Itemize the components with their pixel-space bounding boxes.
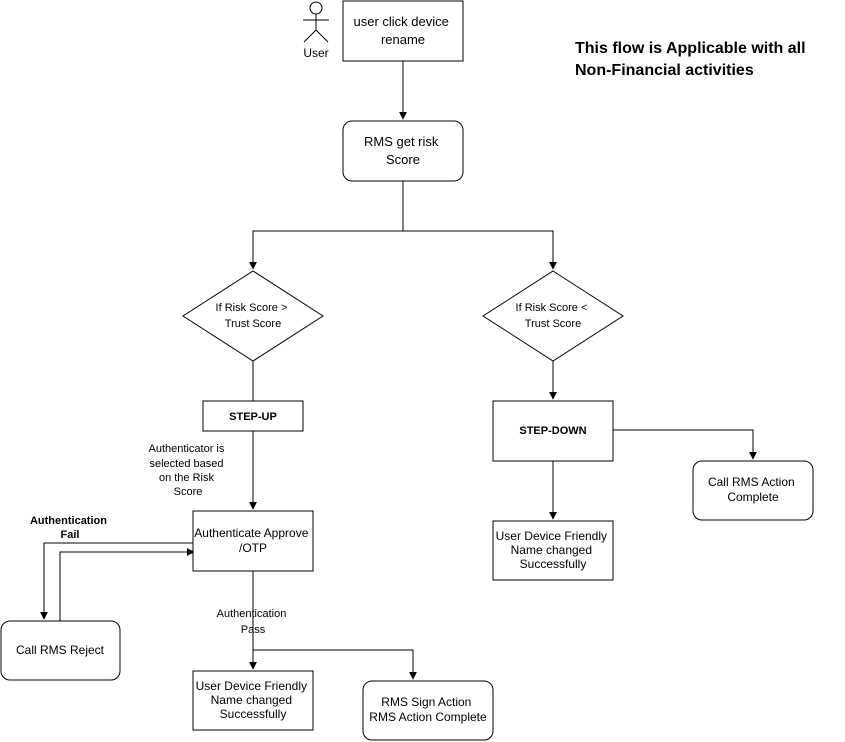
sign-action-line-1: RMS Sign Action — [381, 695, 471, 709]
svg-text:User Device Friendly Nam: User Device Friendly Name changed Succes… — [496, 529, 611, 571]
svg-text:If Risk Score < Trust Sc: If Risk Score < Trust Score — [516, 302, 591, 330]
svg-text:Authenticate Approve /OT: Authenticate Approve /OTP — [194, 526, 311, 555]
authenticator-selection-label: Authenticator is selected based on the R… — [149, 443, 228, 498]
auth-select-line-2: selected based — [149, 458, 223, 470]
auth-fail-line-2: Fail — [61, 529, 80, 541]
edge-rms-split — [249, 181, 404, 270]
auth-select-line-3: on the Risk — [159, 472, 215, 484]
auth-fail-line-1: Authentication — [30, 515, 107, 527]
auth-pass-line-1: Authentication — [217, 608, 287, 620]
step-down-node[interactable]: STEP-DOWN — [492, 400, 614, 462]
dec-less-line-2: Trust Score — [525, 318, 581, 330]
edge-auth-pass-to-sign — [253, 649, 417, 680]
auth-select-line-4: Score — [174, 486, 203, 498]
step-up-node[interactable]: STEP-UP — [202, 400, 304, 432]
applicability-note: This flow is Applicable with all Non-Fin… — [575, 40, 810, 79]
decision-risk-greater-node[interactable]: If Risk Score > Trust Score — [182, 270, 324, 362]
edge-reject-to-auth — [59, 548, 195, 621]
user-actor-label: User — [303, 46, 328, 60]
rename-left-line-1: User Device Friendly — [196, 679, 307, 693]
edge-auth-fail-to-reject — [40, 542, 193, 620]
edge-stepdown-to-action-complete — [613, 429, 757, 460]
rms-risk-line-1: RMS get risk — [364, 134, 439, 149]
call-rms-reject-label: Call RMS Reject — [16, 643, 105, 657]
user-actor-icon — [303, 1, 329, 43]
rename-right-line-1: User Device Friendly — [496, 529, 607, 543]
svg-text:If Risk Score > Trust Sc: If Risk Score > Trust Score — [216, 302, 291, 330]
auth-select-line-1: Authenticator is — [149, 443, 225, 455]
dec-greater-line-2: Trust Score — [225, 318, 281, 330]
dec-greater-line-1: If Risk Score > — [216, 302, 288, 314]
start-node-line-1: user click device — [354, 14, 449, 29]
call-rms-reject-node[interactable]: Call RMS Reject — [0, 620, 121, 681]
rename-success-right-node[interactable]: User Device Friendly Name changed Succes… — [492, 520, 614, 581]
rms-get-risk-score-node[interactable]: RMS get risk Score — [342, 120, 464, 182]
auth-approve-line-2: /OTP — [239, 541, 267, 555]
svg-text:Call RMS Action Complete: Call RMS Action Complete — [708, 475, 798, 504]
step-up-label: STEP-UP — [229, 411, 277, 423]
svg-text:User Device Friendly Nam: User Device Friendly Name changed Succes… — [196, 679, 311, 721]
authenticate-approve-otp-node[interactable]: Authenticate Approve /OTP — [192, 510, 314, 572]
rename-success-left-node[interactable]: User Device Friendly Name changed Succes… — [192, 670, 314, 731]
svg-text:user click device rename: user click device rename — [354, 14, 453, 47]
svg-text:RMS get risk Score: RMS get risk Score — [364, 134, 442, 167]
sign-action-line-2: RMS Action Complete — [369, 710, 487, 724]
rms-sign-action-node[interactable]: RMS Sign Action RMS Action Complete — [362, 680, 494, 741]
note-line-1: This flow is Applicable with all — [575, 40, 806, 57]
decision-risk-less-node[interactable]: If Risk Score < Trust Score — [482, 270, 624, 362]
action-complete-line-2: Complete — [727, 490, 779, 504]
rename-right-line-2: Name changed — [511, 543, 592, 557]
dec-less-line-1: If Risk Score < — [516, 302, 588, 314]
rename-left-line-2: Name changed — [211, 693, 292, 707]
svg-text:RMS Sign Action RMS Acti: RMS Sign Action RMS Action Complete — [369, 695, 487, 724]
authentication-fail-label: Authentication Fail — [30, 515, 110, 541]
auth-approve-line-1: Authenticate Approve — [194, 526, 308, 540]
call-rms-action-complete-node[interactable]: Call RMS Action Complete — [692, 460, 814, 521]
start-node-line-2: rename — [381, 32, 425, 47]
rms-risk-line-2: Score — [386, 152, 420, 167]
rename-right-line-3: Successfully — [520, 557, 587, 571]
note-line-2: Non-Financial activities — [575, 62, 754, 79]
edge-rms-to-less — [403, 230, 557, 270]
edges — [40, 61, 757, 680]
step-down-label: STEP-DOWN — [519, 425, 586, 437]
authentication-pass-label: Authentication Pass — [217, 608, 290, 636]
auth-pass-line-2: Pass — [241, 624, 266, 636]
rename-left-line-3: Successfully — [220, 707, 287, 721]
action-complete-line-1: Call RMS Action — [708, 475, 795, 489]
start-node[interactable]: user click device rename — [342, 0, 464, 62]
